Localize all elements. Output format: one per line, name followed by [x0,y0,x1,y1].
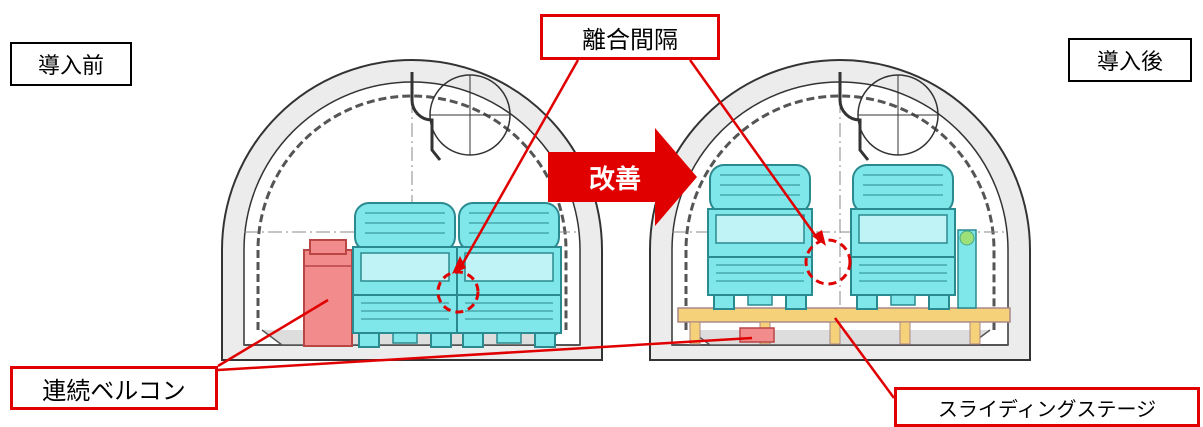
gap-circle-after [804,238,852,286]
sliding-stage-shape [677,229,1011,345]
belt-conveyor-shape [303,239,353,347]
gap-label: 離合間隔 [540,14,720,60]
truck-before-right [456,202,562,348]
truck-after-left [707,164,813,310]
belt-conveyor-label: 連続ベルコン [10,366,218,410]
before-label: 導入前 [10,42,132,86]
improve-arrow [548,128,697,226]
callout-lines [217,59,1200,400]
after-label: 導入後 [1068,38,1192,82]
truck-before-left [352,202,458,348]
truck-after-right [850,164,956,310]
sliding-stage-label: スライディングステージ [894,387,1200,427]
